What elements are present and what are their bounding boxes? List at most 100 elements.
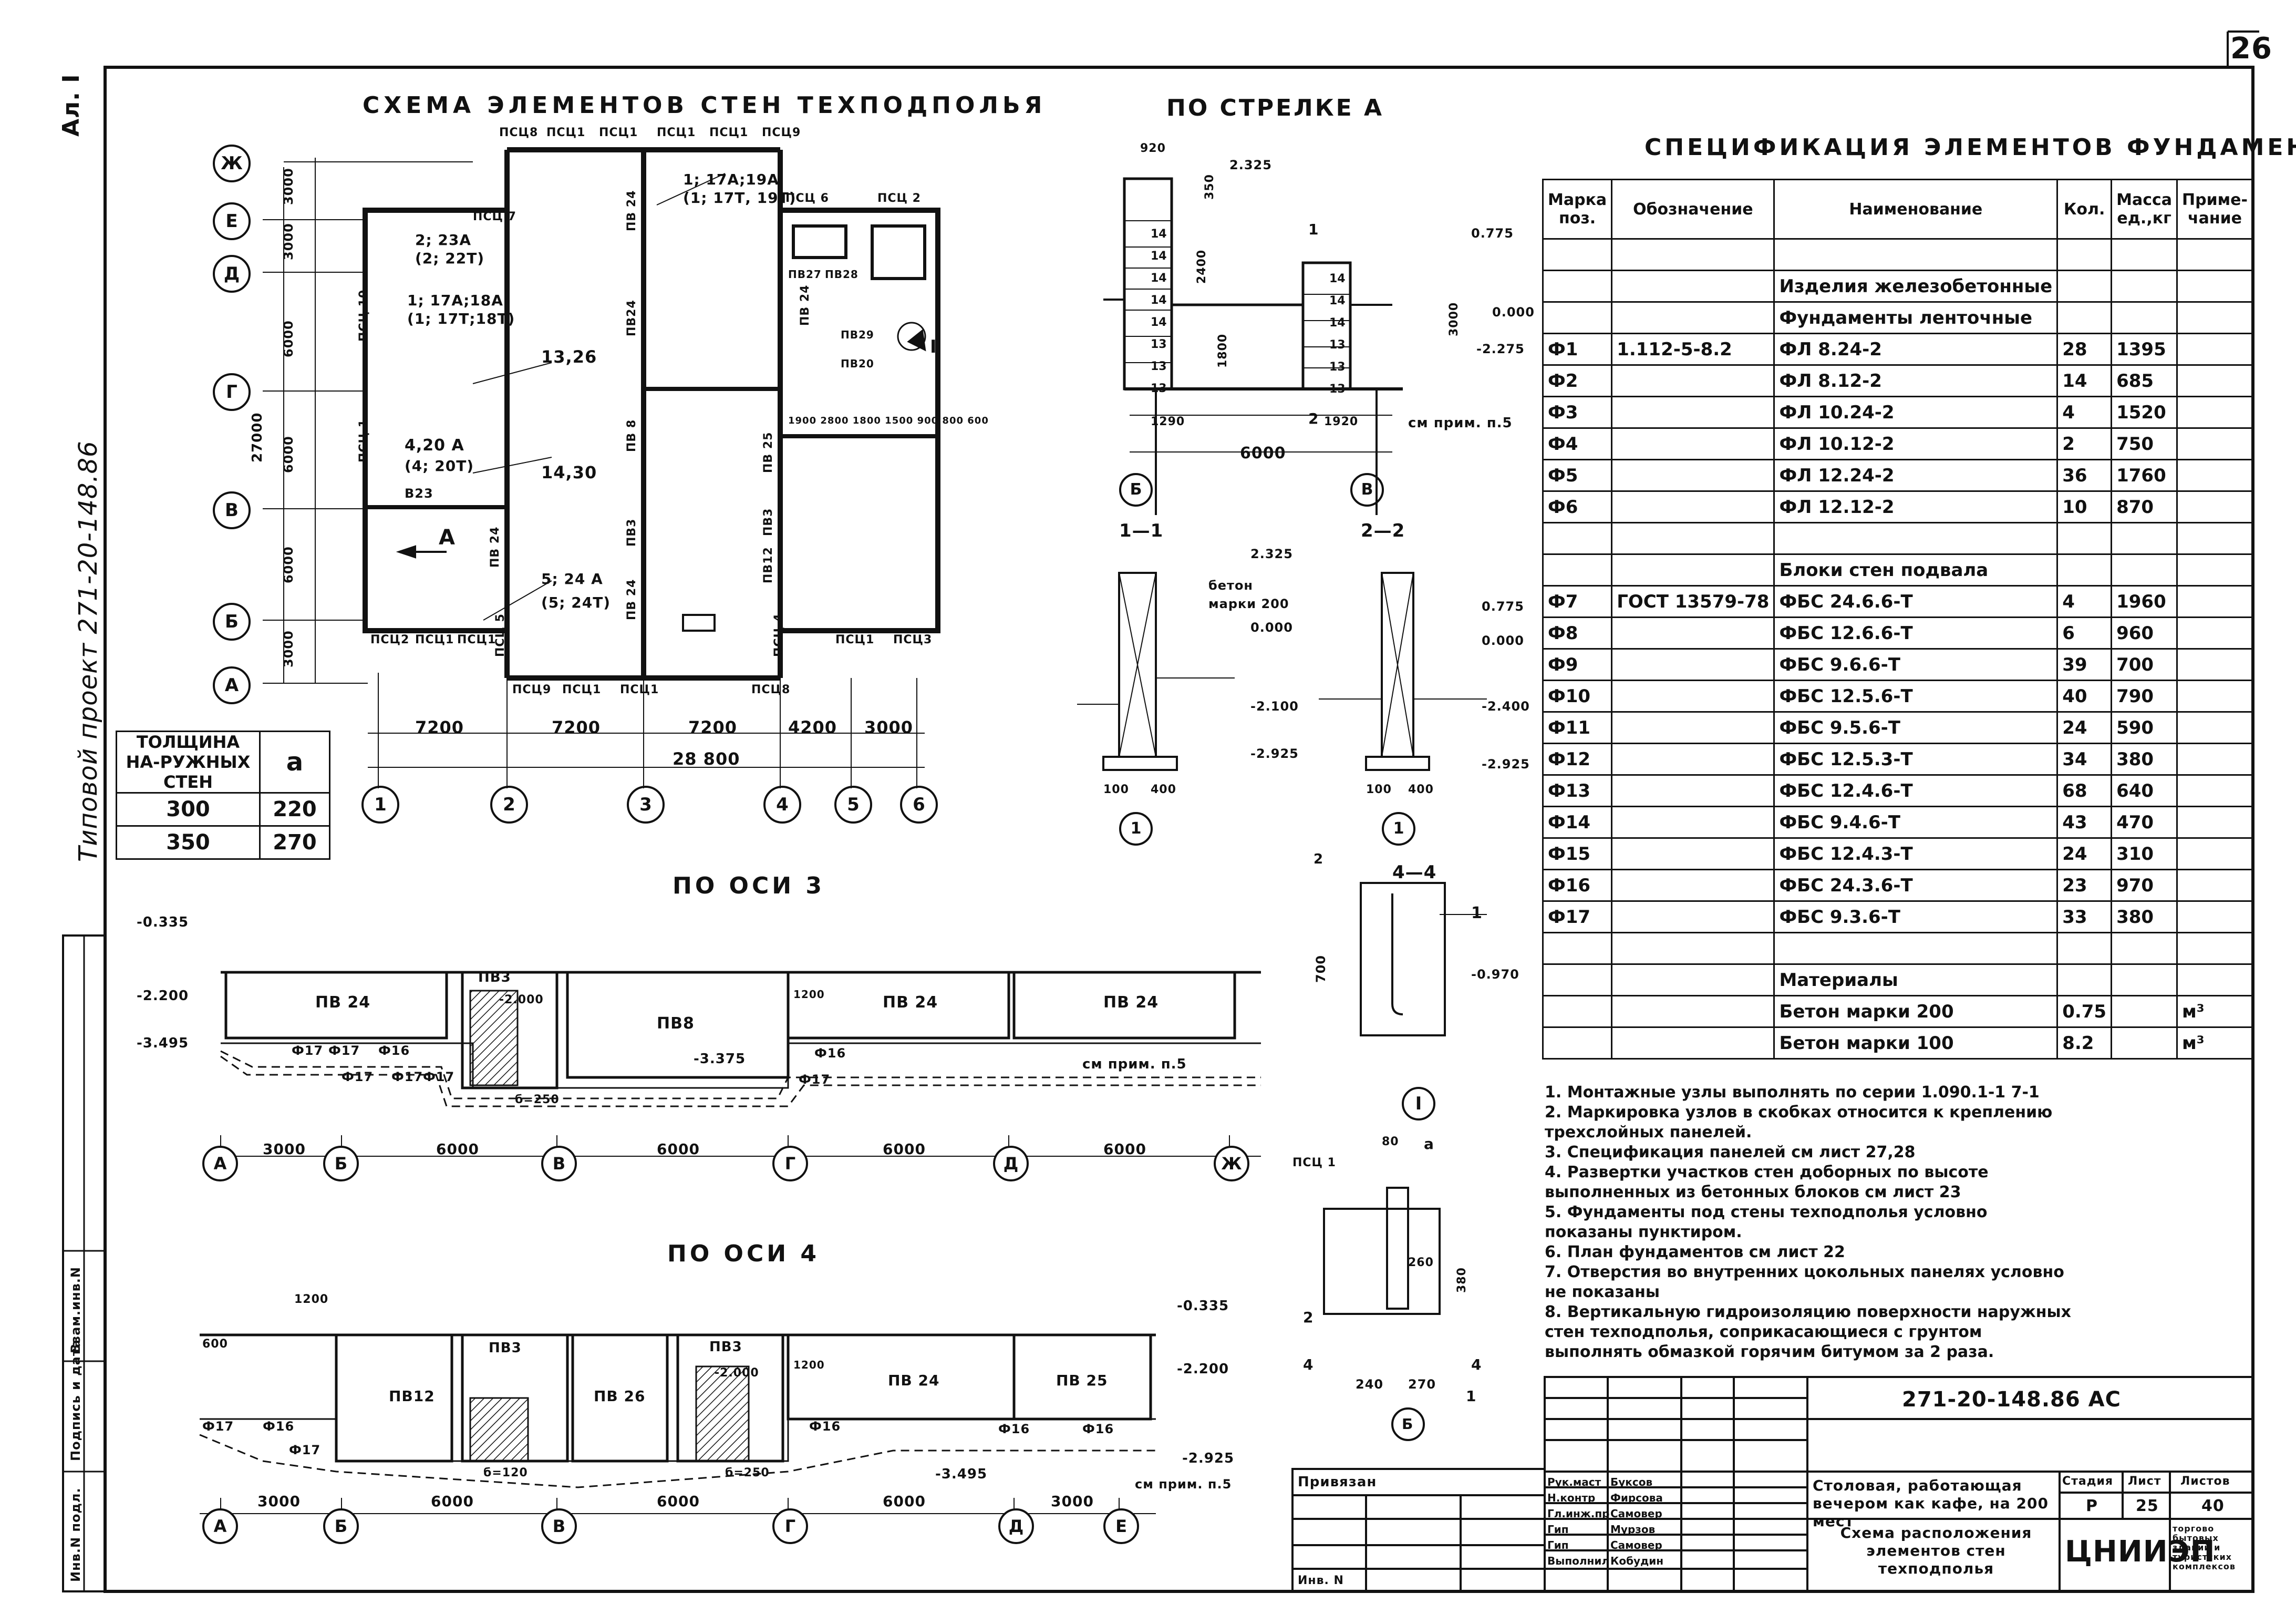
spec-cell: 34	[2056, 743, 2113, 776]
spec-cell: 10	[2056, 490, 2113, 523]
wall-label: ПВ27	[788, 268, 822, 281]
spec-cell: 24	[2056, 711, 2113, 744]
plan-note: (5; 24Т)	[541, 594, 611, 611]
s11-text: 100	[1103, 783, 1129, 796]
spec-cell: ФБС 9.5.6-Т	[1773, 711, 2059, 744]
spec-cell	[2111, 238, 2178, 271]
e4-dim: б=120	[483, 1466, 528, 1479]
e3-dim: 1200	[793, 988, 825, 1001]
spec-cell: Ф11	[1542, 711, 1613, 744]
spec-cell	[1611, 396, 1775, 429]
spec-cell	[1611, 616, 1775, 650]
node-text: 4	[1471, 1356, 1482, 1373]
plan-row-axis-d: Д	[213, 255, 251, 293]
plan-col-axis-1: 1	[361, 786, 399, 824]
spec-cell	[2176, 616, 2253, 650]
e4-dim: б=250	[725, 1466, 770, 1479]
stamp-role: Гип	[1547, 1539, 1569, 1551]
plan-row-axis-a: А	[213, 666, 251, 704]
plan-note: 14,30	[541, 462, 597, 482]
spec-cell: Ф8	[1542, 616, 1613, 650]
stamp-privyazan: Привязан	[1298, 1474, 1377, 1490]
spec-cell	[1611, 995, 1775, 1028]
plan-col-axis-4: 4	[763, 786, 801, 824]
e4-block: Ф16	[809, 1419, 841, 1434]
note-line: 6. План фундаментов см лист 22	[1545, 1243, 1845, 1261]
e3-block: Ф17	[423, 1070, 455, 1084]
spec-cell: 2	[2056, 427, 2113, 460]
wall-label: ПСЦ 2	[877, 192, 921, 205]
spec-table: Марка поз. Обозначение Наименование Кол.…	[1542, 179, 2253, 1060]
spec-cell: ФБС 24.3.6-Т	[1773, 869, 2059, 902]
spec-row	[1542, 932, 2253, 965]
node-1-marker: I	[1415, 1093, 1422, 1114]
note-line: 5. Фундаменты под стены техподполья усло…	[1545, 1203, 1988, 1221]
plan-col-axis-6: 6	[900, 786, 938, 824]
s11-text: 0.000	[1250, 620, 1293, 635]
stamp-person: Буксов	[1610, 1476, 1653, 1488]
s44-text: -0.970	[1471, 967, 1519, 982]
spec-cell: 790	[2111, 680, 2178, 713]
spec-cell	[1542, 932, 1613, 965]
spec-cell	[1611, 806, 1775, 839]
av-level: 1290	[1151, 415, 1185, 428]
note-line: показаны пунктиром.	[1545, 1223, 1742, 1241]
s44-text: 1	[1471, 904, 1483, 922]
av-label: 2	[1308, 410, 1319, 427]
e3-panel: ПВ 24	[1103, 993, 1159, 1012]
spec-cell: 1520	[2111, 396, 2178, 429]
spec-row: Фундаменты ленточные	[1542, 301, 2253, 334]
section-1-1-title: 1—1	[1119, 520, 1164, 541]
note-line: не показаны	[1545, 1283, 1660, 1301]
note-line: трехслойных панелей.	[1545, 1123, 1752, 1142]
spec-cell	[1611, 680, 1775, 713]
small-dims: 1900 2800 1800 1500 900 800 600	[788, 415, 989, 426]
stamp-person: Кобудин	[1610, 1555, 1664, 1567]
e3-panel: ПВ8	[657, 1014, 695, 1033]
spec-cell	[1611, 837, 1775, 870]
e3-level: -3.375	[694, 1051, 746, 1067]
thk-cell: 350	[116, 825, 261, 860]
spec-cell	[2111, 932, 2178, 965]
spec-cell: Бетон марки 100	[1773, 1026, 2059, 1060]
spec-cell	[1611, 364, 1775, 397]
col-dim: 7200	[688, 717, 738, 737]
stamp-sheet-title: Схема расположения элементов стен техпод…	[1840, 1524, 2032, 1577]
spec-cell: 380	[2111, 743, 2178, 776]
note-line: 7. Отверстия во внутренних цокольных пан…	[1545, 1263, 2064, 1281]
spec-cell	[1542, 995, 1613, 1028]
note-line: 1. Монтажные узлы выполнять по серии 1.0…	[1545, 1083, 2040, 1102]
e4-axis-g: Г	[772, 1508, 808, 1544]
plan-node-label: I	[930, 336, 937, 357]
note-line: выполненных из бетонных блоков см лист 2…	[1545, 1183, 1961, 1201]
spec-cell: 8.2	[2056, 1026, 2113, 1060]
e3-axis-v: В	[541, 1146, 577, 1181]
axis3-title: ПО ОСИ 3	[673, 872, 825, 899]
e3-dim: 3000	[263, 1140, 306, 1158]
node-text: 80	[1382, 1135, 1399, 1148]
plan-note: 5; 24 А	[541, 570, 603, 588]
spec-cell: Бетон марки 200	[1773, 995, 2059, 1028]
note-line: 8. Вертикальную гидроизоляцию поверхност…	[1545, 1303, 2071, 1321]
e4-dim: 3000	[257, 1493, 301, 1510]
spec-cell	[1611, 869, 1775, 902]
s11-axis: 1	[1119, 812, 1153, 846]
stamp-code: 271-20-148.86 АС	[1902, 1387, 2121, 1412]
spec-cell: Ф5	[1542, 459, 1613, 492]
plan-note: (4; 20Т)	[405, 457, 474, 475]
spec-cell	[2176, 743, 2253, 776]
spec-cell: 0.75	[2056, 995, 2113, 1028]
plan-col-axis-5: 5	[834, 786, 872, 824]
av-level: 6000	[1240, 444, 1286, 462]
e4-panel: ПВ 24	[888, 1372, 940, 1389]
spec-cell	[1542, 963, 1613, 996]
